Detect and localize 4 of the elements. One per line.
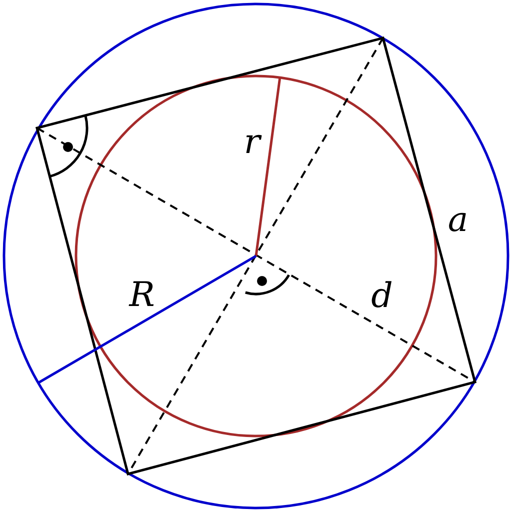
variable-label: r xyxy=(244,125,260,159)
variable-label: a xyxy=(448,203,468,237)
variable-label: R xyxy=(129,278,155,312)
variable-label: d xyxy=(371,279,393,313)
